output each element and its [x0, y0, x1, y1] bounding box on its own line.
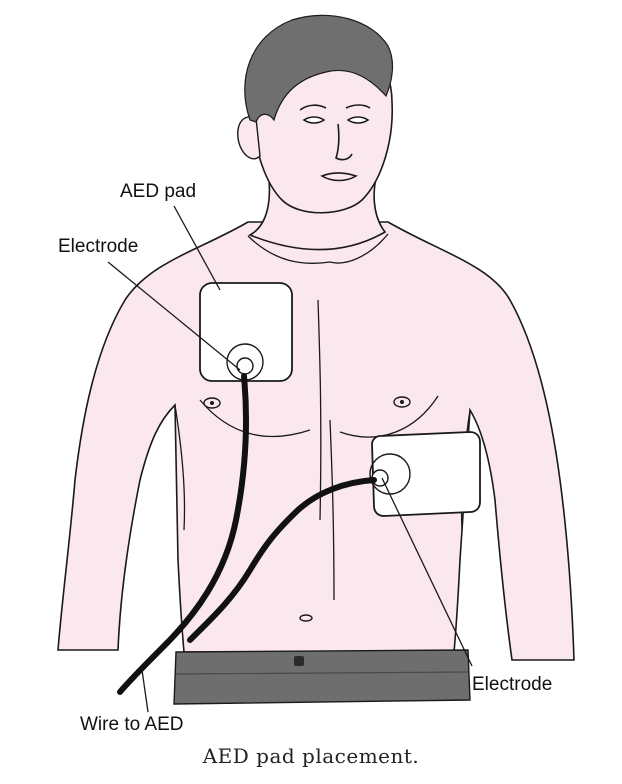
- hair: [244, 14, 394, 123]
- electrode-lower-label: Electrode: [472, 674, 552, 695]
- torso: [57, 221, 575, 661]
- wire-label: Wire to AED: [80, 714, 183, 735]
- nipple-left: [203, 397, 221, 409]
- nipple-right: [393, 396, 411, 408]
- aed-pad-lower: [371, 431, 481, 517]
- electrode-upper-inner: [236, 357, 254, 375]
- face: [299, 104, 371, 182]
- aed-wires: [117, 373, 377, 695]
- figure-caption: AED pad placement.: [202, 744, 420, 768]
- pants: [173, 649, 471, 705]
- electrode-upper-label: Electrode: [58, 236, 138, 257]
- ear: [237, 116, 261, 160]
- pants-button: [294, 656, 304, 666]
- aed-pad-label: AED pad: [120, 181, 196, 202]
- leader-lines: [107, 205, 473, 713]
- navel: [299, 614, 313, 622]
- waistband-line: [175, 671, 469, 675]
